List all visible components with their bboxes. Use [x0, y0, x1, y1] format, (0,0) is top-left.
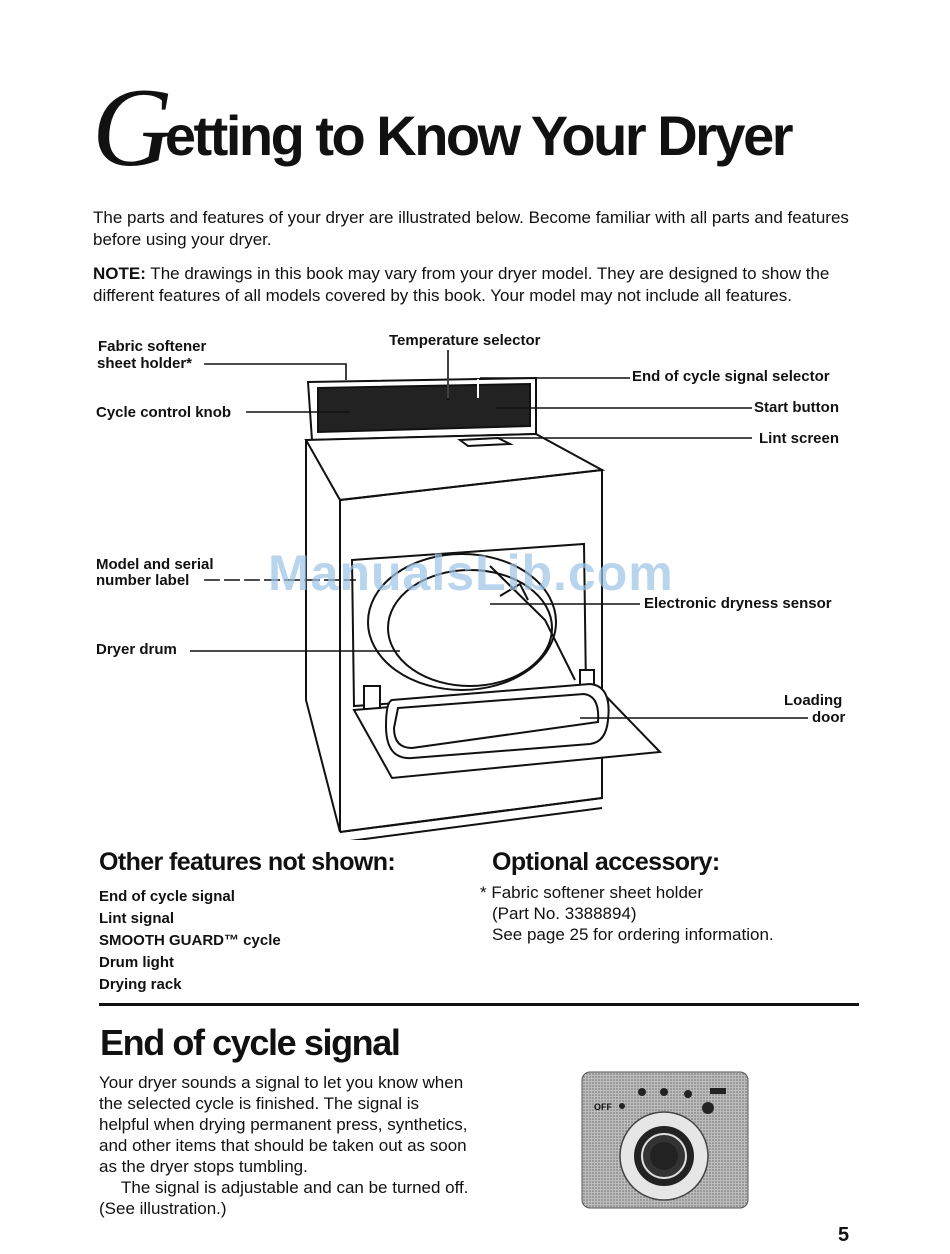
optional-accessory-heading: Optional accessory:	[492, 848, 720, 876]
page-number: 5	[838, 1224, 850, 1246]
section-paragraph: The signal is adjustable and can be turn…	[99, 1178, 469, 1218]
label-loading: Loading	[784, 692, 843, 709]
label-start-button: Start button	[754, 399, 839, 416]
intro-paragraph: The parts and features of your dryer are…	[93, 208, 849, 249]
accessory-part-number: (Part No. 3388894)	[492, 904, 637, 923]
label-number-label: number label	[96, 572, 190, 589]
other-features-list: End of cycle signal Lint signal SMOOTH G…	[99, 886, 281, 996]
section-paragraph: Your dryer sounds a signal to let you kn…	[99, 1073, 468, 1176]
optional-accessory-text: * Fabric softener sheet holder (Part No.…	[480, 882, 774, 945]
accessory-ordering-info: See page 25 for ordering information.	[492, 925, 774, 944]
section-body: Your dryer sounds a signal to let you kn…	[99, 1072, 469, 1219]
label-end-of-cycle-selector: End of cycle signal selector	[632, 368, 830, 385]
dryer-illustration	[190, 350, 808, 840]
control-off-label: OFF	[594, 1102, 612, 1112]
list-item: Lint signal	[99, 910, 174, 927]
note-label: NOTE:	[93, 264, 146, 283]
label-cycle-control-knob: Cycle control knob	[96, 404, 232, 421]
page-title: Getting to Know Your Dryer	[92, 72, 794, 184]
watermark: ManualsLib.com	[268, 545, 674, 601]
label-door: door	[812, 709, 846, 726]
list-item: End of cycle signal	[99, 888, 235, 905]
list-item: Drying rack	[99, 976, 182, 993]
other-features-heading: Other features not shown:	[99, 848, 396, 876]
list-item: SMOOTH GUARD™ cycle	[99, 932, 281, 949]
label-fabric-softener: Fabric softener	[98, 338, 207, 355]
label-electronic-dryness-sensor: Electronic dryness sensor	[644, 595, 832, 612]
title-rest: etting to Know Your Dryer	[164, 104, 794, 167]
note-text: The drawings in this book may vary from …	[93, 264, 830, 305]
label-dryer-drum: Dryer drum	[96, 641, 177, 658]
accessory-line: * Fabric softener sheet holder	[480, 883, 704, 902]
section-divider	[99, 1003, 859, 1006]
label-sheet-holder: sheet holder*	[97, 355, 193, 372]
list-item: Drum light	[99, 954, 174, 971]
label-lint-screen: Lint screen	[759, 430, 840, 447]
title-initial: G	[92, 66, 173, 190]
label-temperature-selector: Temperature selector	[389, 332, 541, 349]
control-panel-illustration: OFF	[581, 1071, 749, 1209]
section-heading: End of cycle signal	[100, 1022, 401, 1063]
label-model-serial: Model and serial	[96, 556, 214, 573]
note-paragraph: NOTE: The drawings in this book may vary…	[93, 263, 853, 307]
